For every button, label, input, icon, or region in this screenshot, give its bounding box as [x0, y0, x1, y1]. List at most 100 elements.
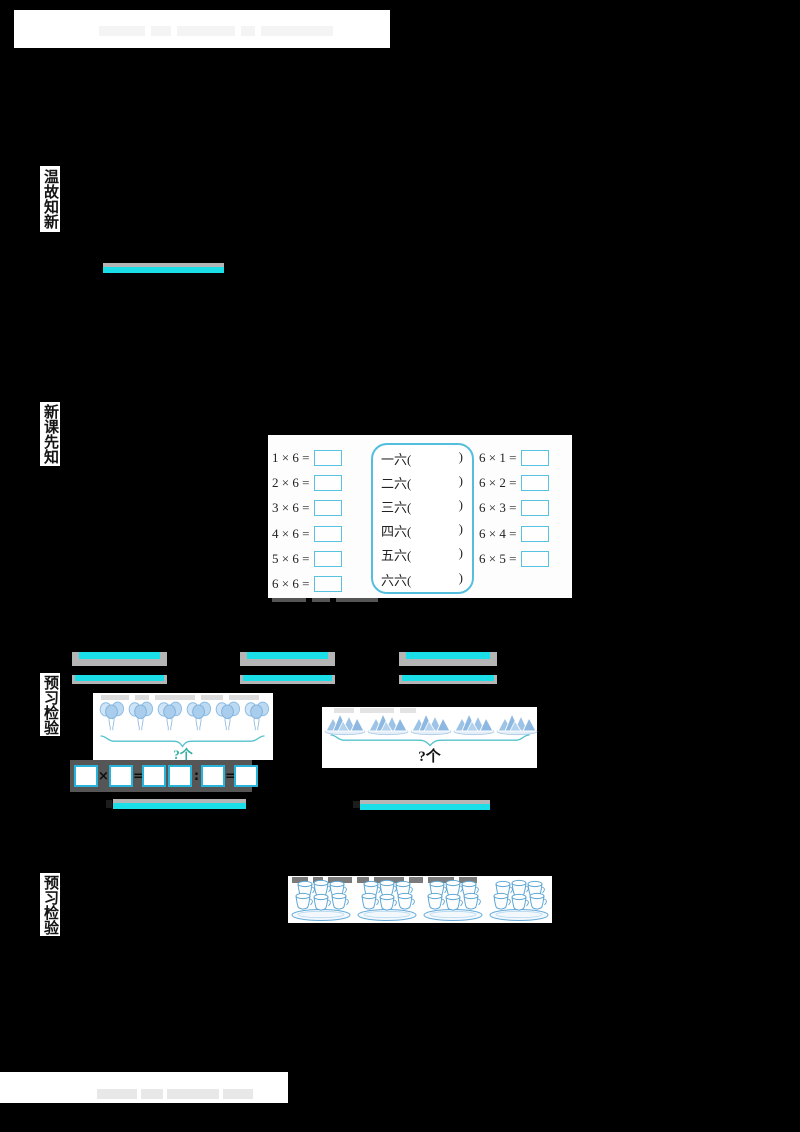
cup-group-icon [489, 879, 549, 921]
equation-strip: × = : = [70, 760, 258, 792]
answer-box[interactable] [314, 576, 343, 593]
equation-text: 6 × 4 = [479, 525, 517, 541]
equation-text: 6 × 5 = [479, 550, 517, 566]
header-panel [14, 10, 390, 48]
equals-symbol: = [225, 768, 236, 784]
section-label-review: 温故知新 [40, 166, 60, 232]
left-equation-column: 1 × 6 = 2 × 6 = 3 × 6 = 4 × 6 = 5 × 6 = … [272, 445, 343, 597]
cup-group-icon [291, 879, 351, 921]
formula-row: 五六() [381, 545, 463, 564]
formula-text: 二六( [381, 475, 412, 491]
formula-close-paren: ) [458, 496, 463, 512]
redacted-header-text [99, 26, 333, 36]
question-count-label: ?个 [173, 747, 193, 762]
times-symbol: × [98, 768, 109, 784]
answer-underline-right[interactable] [353, 800, 490, 810]
answer-blank-pair-2[interactable] [240, 648, 335, 684]
section-label-preview-1: 预习检验 [40, 673, 60, 736]
answer-box[interactable] [521, 449, 550, 466]
equation-input-box[interactable] [74, 765, 98, 787]
review-answer-blank[interactable] [103, 263, 224, 273]
answer-box[interactable] [314, 550, 343, 567]
balloon-cluster-icon [99, 701, 124, 731]
equation-text: 6 × 1 = [479, 449, 517, 465]
redacted-text-strip [272, 598, 378, 602]
footer-panel [0, 1072, 288, 1103]
balloon-cluster-icon [215, 701, 240, 731]
equation-text: 6 × 3 = [479, 500, 517, 516]
answer-box[interactable] [521, 550, 550, 567]
cups-panel [288, 876, 552, 923]
brace-icon [330, 734, 530, 747]
formula-close-paren: ) [458, 545, 463, 561]
equation-row: 1 × 6 = [272, 449, 343, 466]
equation-text: 1 × 6 = [272, 449, 310, 465]
section-label-new-lesson-text: 新课先知 [42, 404, 58, 464]
redacted-text-strip [334, 708, 416, 713]
formula-row: 三六() [381, 497, 463, 516]
review-answer-blank-highlight [103, 267, 224, 273]
answer-box[interactable] [521, 500, 550, 517]
cup-group-icon [357, 879, 417, 921]
equation-input-box[interactable] [168, 765, 192, 787]
equation-row: 2 × 6 = [272, 474, 343, 491]
formula-close-paren: ) [458, 569, 463, 585]
formula-row: 四六() [381, 521, 463, 540]
balloon-cluster-icon [157, 701, 182, 731]
section-label-preview-2-text: 预习检验 [42, 874, 58, 935]
redacted-mark [353, 801, 360, 808]
answer-box[interactable] [521, 474, 550, 491]
answer-box[interactable] [314, 449, 343, 466]
equation-text: 6 × 2 = [479, 474, 517, 490]
formula-text: 五六( [381, 548, 412, 564]
balloon-cluster-icon [128, 701, 153, 731]
redacted-text-strip [101, 695, 259, 700]
redacted-mark [106, 800, 112, 808]
equation-input-box[interactable] [142, 765, 166, 787]
equation-row: 6 × 3 = [479, 500, 550, 517]
formula-text: 一六( [381, 451, 412, 467]
boat-cluster-icon [324, 713, 366, 736]
boat-cluster-icon [410, 713, 452, 736]
equation-input-box[interactable] [109, 765, 133, 787]
section-label-preview-2: 预习检验 [40, 873, 60, 936]
formula-close-paren: ) [458, 521, 463, 537]
formula-close-paren: ) [458, 448, 463, 464]
multiplication-practice-panel: 1 × 6 = 2 × 6 = 3 × 6 = 4 × 6 = 5 × 6 = … [268, 435, 572, 598]
boat-groups-row [324, 710, 538, 736]
equation-text: 2 × 6 = [272, 474, 310, 490]
answer-box[interactable] [314, 525, 343, 542]
answer-underline-left[interactable] [106, 799, 246, 809]
equals-symbol: = [133, 768, 144, 784]
equation-text: 4 × 6 = [272, 525, 310, 541]
redacted-footer-text [97, 1089, 253, 1099]
formula-row: 六六() [381, 570, 463, 589]
equation-row: 6 × 6 = [272, 576, 343, 593]
equation-row: 6 × 4 = [479, 525, 550, 542]
answer-box[interactable] [314, 500, 343, 517]
equation-row: 3 × 6 = [272, 500, 343, 517]
answer-box[interactable] [521, 525, 550, 542]
equation-text: 3 × 6 = [272, 500, 310, 516]
answer-box[interactable] [314, 474, 343, 491]
answer-blank-pair-3[interactable] [399, 648, 497, 684]
section-label-preview-1-text: 预习检验 [42, 674, 58, 735]
colon-symbol: : [193, 768, 200, 784]
formula-column: 一六() 二六() 三六() 四六() 五六() 六六() [373, 445, 472, 591]
equation-input-box[interactable] [201, 765, 225, 787]
section-label-new-lesson: 新课先知 [40, 402, 60, 466]
equation-row: 5 × 6 = [272, 550, 343, 567]
boat-cluster-icon [367, 713, 409, 736]
answer-blank-pair-1[interactable] [72, 648, 167, 684]
equation-row: 6 × 5 = [479, 550, 550, 567]
formula-text: 六六( [381, 572, 412, 588]
formula-text: 四六( [381, 524, 412, 540]
formula-close-paren: ) [458, 472, 463, 488]
equation-text: 5 × 6 = [272, 550, 310, 566]
question-count-label: ?个 [418, 749, 441, 765]
formula-text: 三六( [381, 499, 412, 515]
equation-input-box[interactable] [234, 765, 258, 787]
cup-group-icon [423, 879, 483, 921]
brace-icon [100, 735, 265, 748]
